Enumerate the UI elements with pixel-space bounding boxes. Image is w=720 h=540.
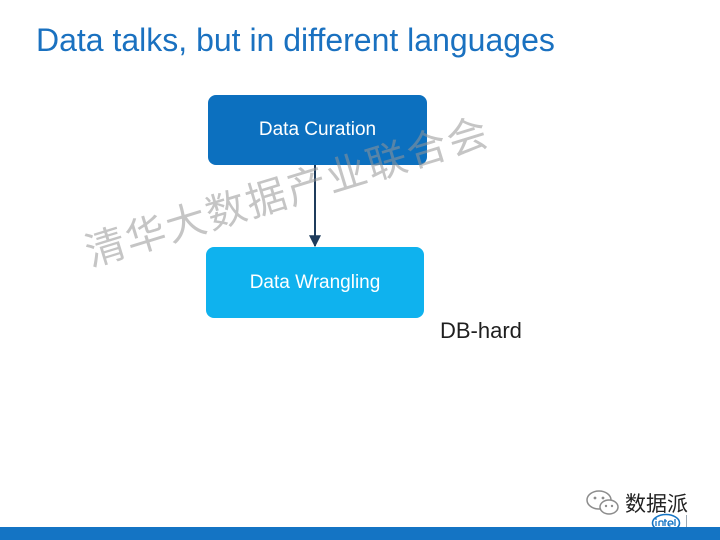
node-data-curation: Data Curation	[208, 95, 427, 165]
footer-band	[0, 527, 720, 540]
node-data-wrangling: Data Wrangling	[206, 247, 424, 318]
wechat-brand: 数据派	[585, 488, 688, 518]
node-data-curation-label: Data Curation	[258, 119, 377, 140]
wechat-icon	[586, 490, 619, 515]
db-hard-label: DB-hard	[440, 318, 522, 343]
logo-divider	[686, 515, 687, 529]
node-data-wrangling-label: Data Wrangling	[249, 271, 381, 293]
slide-title: Data talks, but in different languages	[36, 22, 555, 58]
brand-text: 数据派	[625, 492, 688, 516]
